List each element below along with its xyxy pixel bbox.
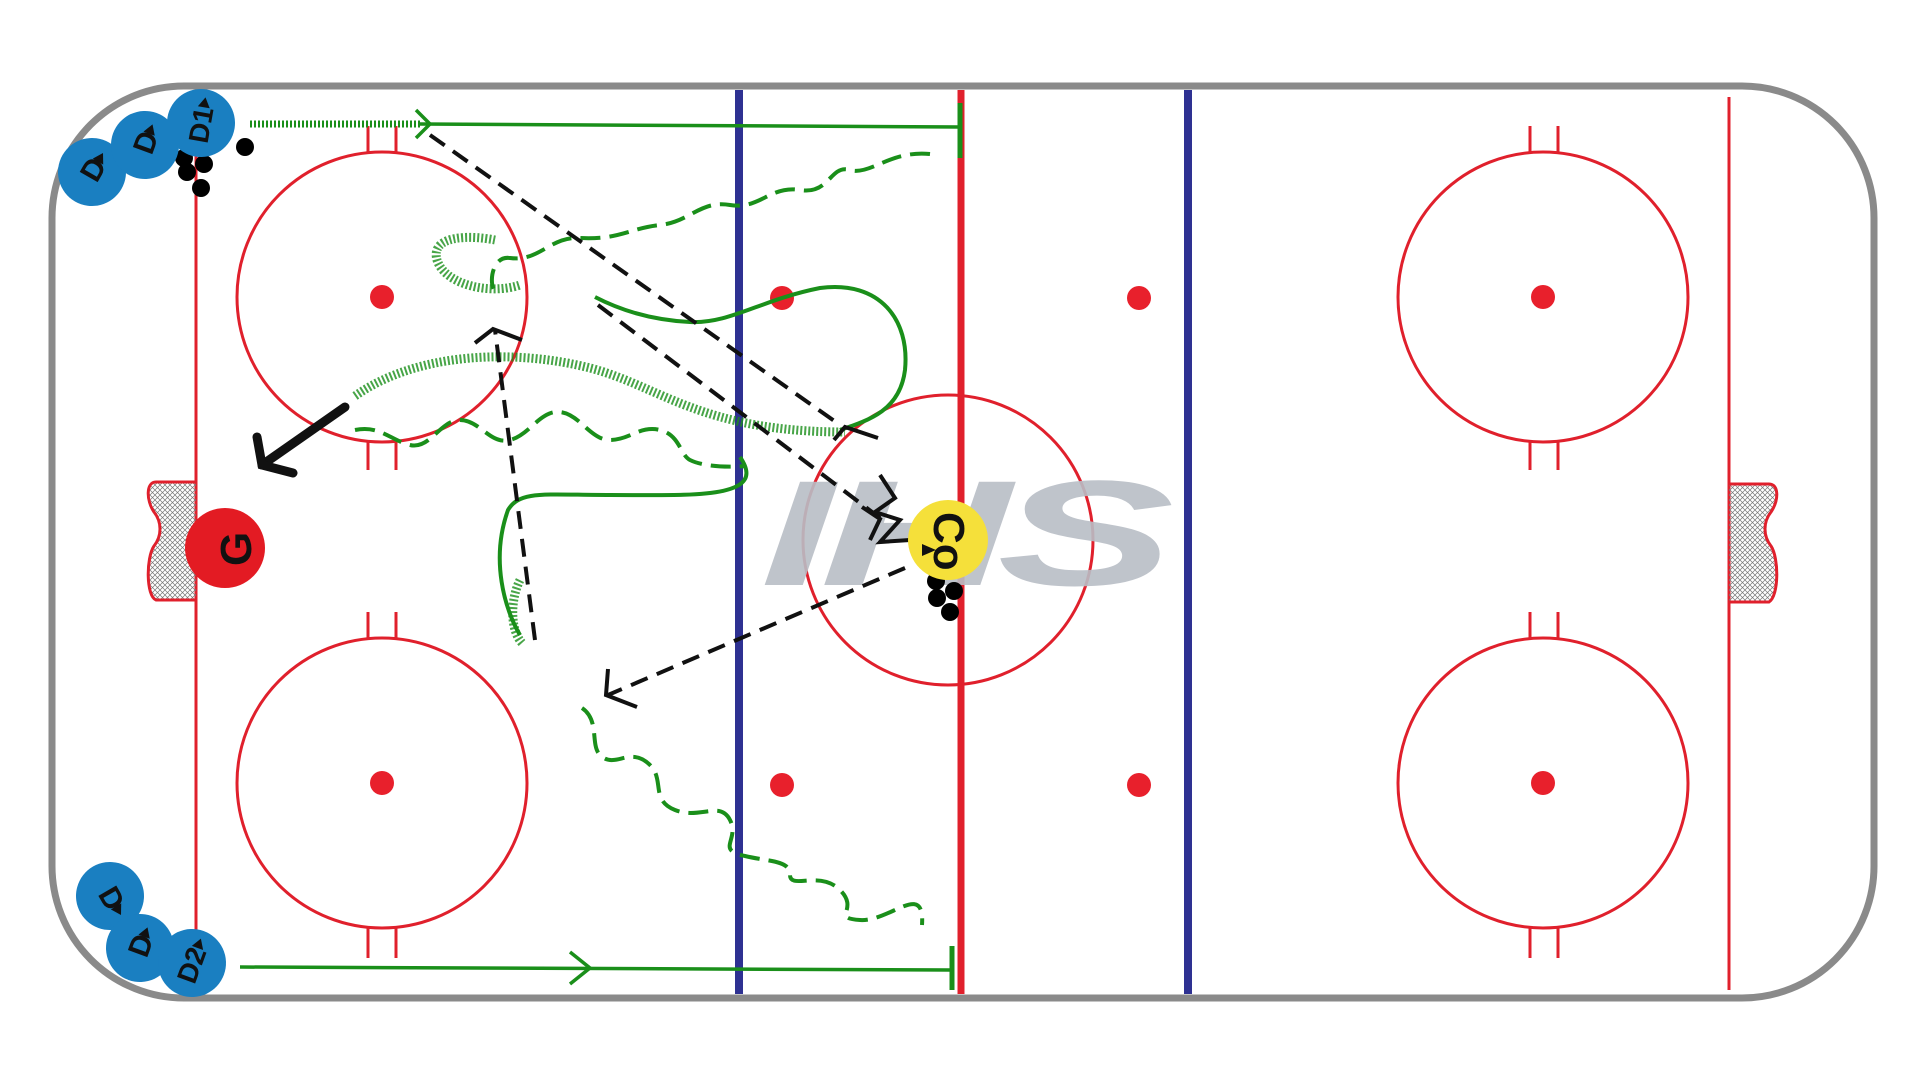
skate-with-puck-path-bottom xyxy=(580,706,925,926)
receive-mark xyxy=(870,473,911,545)
goalie-player[interactable]: G xyxy=(185,508,265,588)
faceoff-dots xyxy=(370,285,1555,797)
backward-skate-paths xyxy=(352,232,846,647)
skate-with-puck-path-middle xyxy=(354,409,746,469)
defense-player-top-2[interactable]: D xyxy=(101,101,188,188)
defense-player-d1[interactable]: D1 xyxy=(162,84,241,163)
defense-player-bottom-2[interactable]: D xyxy=(96,904,183,991)
svg-text:G: G xyxy=(212,532,261,566)
coach-player[interactable]: Co xyxy=(908,500,988,580)
pass-arrows xyxy=(428,133,906,697)
right-net xyxy=(1729,482,1779,604)
center-faceoff-circle xyxy=(801,393,1095,687)
bottom-skate-line xyxy=(239,950,951,986)
skate-with-puck-path-top xyxy=(489,151,931,294)
top-skate-line xyxy=(250,108,961,140)
skating-loop-top xyxy=(594,284,908,432)
pucks xyxy=(175,138,963,621)
faceoff-circle-left-bottom xyxy=(235,612,529,958)
defense-player-bottom-1[interactable]: D xyxy=(64,850,157,943)
faceoff-circle-right-bottom xyxy=(1396,612,1690,958)
faceoff-circle-right-top xyxy=(1396,126,1690,470)
shot-arrow xyxy=(252,402,350,478)
svg-text:Co: Co xyxy=(924,512,973,571)
faceoff-circle-left-top xyxy=(235,126,529,470)
pass-arrow-heads xyxy=(473,326,883,709)
left-net xyxy=(146,480,196,602)
defense-player-top-1[interactable]: D xyxy=(46,126,139,219)
skating-loop-bottom xyxy=(497,455,749,637)
defense-player-d2[interactable]: D2 xyxy=(148,919,235,1006)
svg-text:D1: D1 xyxy=(183,105,220,146)
